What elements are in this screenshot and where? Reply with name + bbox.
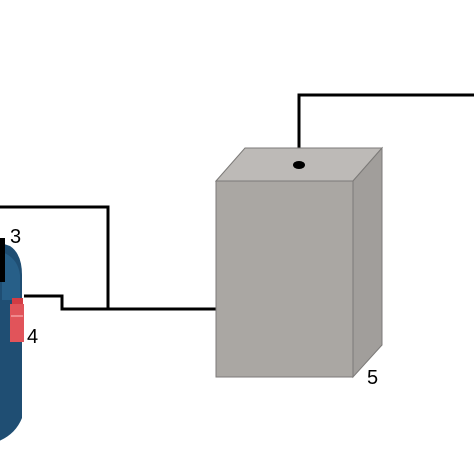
label-5: 5 bbox=[367, 367, 378, 389]
line-stepped-connector bbox=[24, 294, 216, 311]
element-4-cap bbox=[12, 298, 23, 305]
cylinder-highlight bbox=[2, 252, 20, 300]
element-4-body bbox=[10, 304, 24, 342]
box-port-dot bbox=[293, 161, 305, 169]
label-3: 3 bbox=[10, 226, 21, 248]
line-box-outlet bbox=[297, 93, 474, 165]
element-4-cartridge bbox=[10, 298, 24, 342]
box-side-face bbox=[352, 146, 383, 379]
box-component-5 bbox=[214, 146, 384, 379]
element-3-stub bbox=[0, 238, 5, 282]
box-front-face bbox=[215, 180, 354, 378]
label-4: 4 bbox=[27, 326, 38, 348]
line-top-loop bbox=[0, 205, 110, 309]
connection-lines bbox=[0, 93, 474, 311]
